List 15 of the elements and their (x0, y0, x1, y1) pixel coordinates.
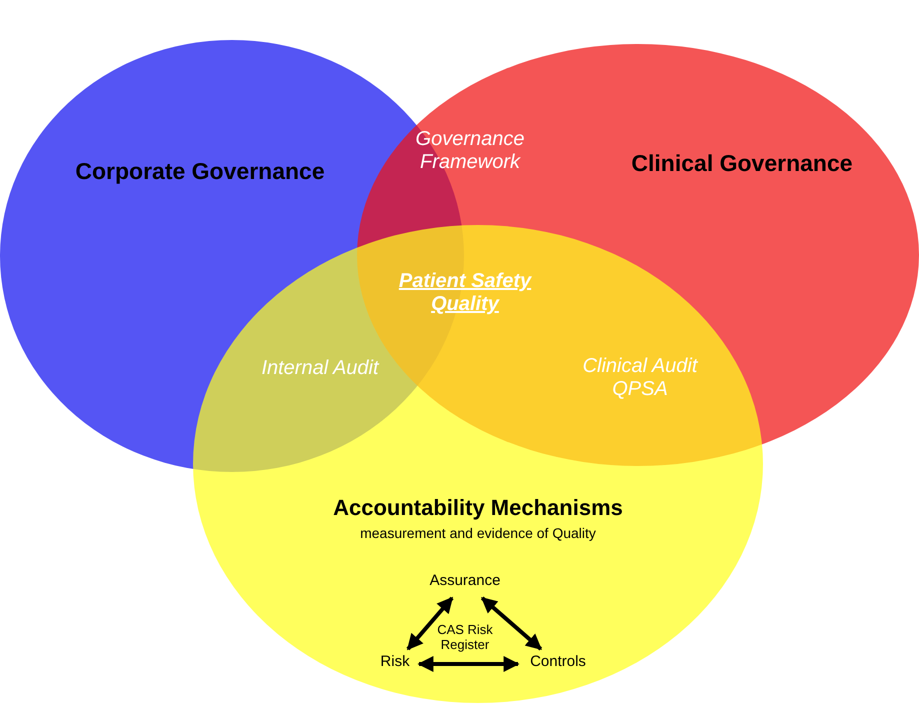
node-label: Assurance (428, 572, 502, 589)
node-label: Controls (529, 653, 587, 670)
circle-heading: Clinical Governance (630, 150, 854, 177)
circle-heading: Corporate Governance (74, 158, 326, 185)
center-note: CAS Risk Register (436, 622, 494, 652)
node-label: Risk (379, 653, 411, 670)
overlap-label: Patient Safety Quality (398, 270, 533, 316)
double-arrow (417, 656, 520, 672)
double-arrow (406, 596, 454, 650)
overlap-label: Governance Framework (414, 128, 526, 174)
overlap-label: Clinical Audit QPSA (582, 355, 699, 401)
overlap-label: Internal Audit (260, 357, 380, 380)
circle-subtitle: measurement and evidence of Quality (359, 525, 597, 541)
double-arrow (480, 596, 542, 651)
circle-heading: Accountability Mechanisms (332, 495, 624, 521)
